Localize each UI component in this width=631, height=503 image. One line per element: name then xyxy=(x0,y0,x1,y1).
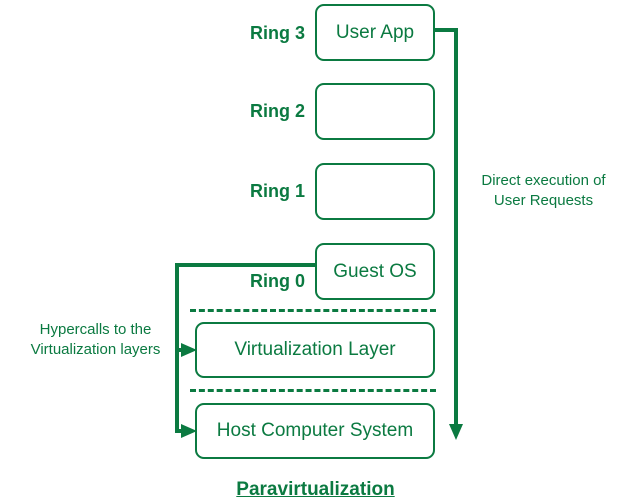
ring-box-ring1[interactable] xyxy=(315,163,435,220)
diagram-caption: Paravirtualization xyxy=(236,479,395,500)
ring-label-0: Ring 0 xyxy=(249,271,305,291)
ring-box-guest-os[interactable]: Guest OS xyxy=(315,243,435,300)
ring-box-ring2[interactable] xyxy=(315,83,435,140)
ring-label-2: Ring 2 xyxy=(249,101,305,121)
ring-label-3: Ring 3 xyxy=(249,23,305,43)
annotation-hypercalls: Hypercalls to the Virtualization layers xyxy=(30,321,161,359)
layer-box-virtualization-layer[interactable]: Virtualization Layer xyxy=(195,322,435,378)
dashed-separator-upper xyxy=(190,309,436,312)
dashed-separator-lower xyxy=(190,389,436,392)
annotation-direct-execution: Direct execution of User Requests xyxy=(481,172,606,210)
ring-label-1: Ring 1 xyxy=(249,181,305,201)
ring-box-user-app[interactable]: User App xyxy=(315,4,435,61)
layer-box-host-computer-system[interactable]: Host Computer System xyxy=(195,403,435,459)
